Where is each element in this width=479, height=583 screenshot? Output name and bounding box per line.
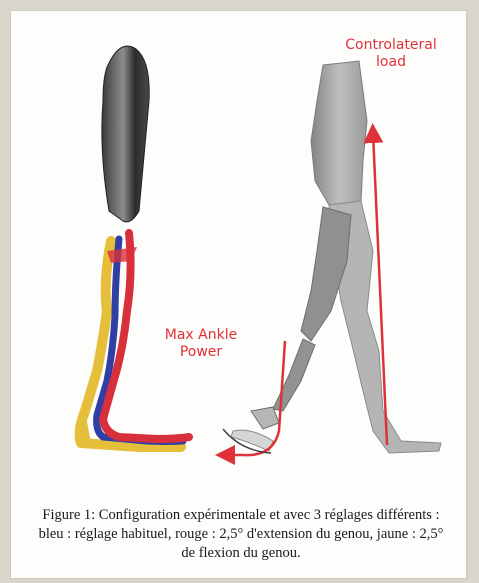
max-ankle-power-label: Max Ankle Power bbox=[151, 327, 251, 361]
figure-illustration bbox=[11, 11, 468, 501]
figure-caption: Figure 1: Configuration expérimentale et… bbox=[31, 506, 451, 563]
ankle-line2: Power bbox=[151, 344, 251, 361]
ankle-line1: Max Ankle bbox=[151, 327, 251, 344]
controlateral-load-label: Controlateral load bbox=[341, 37, 441, 71]
figure-frame: Controlateral load Max Ankle Power Figur… bbox=[10, 10, 467, 579]
controlateral-line1: Controlateral bbox=[341, 37, 441, 54]
body-silhouette bbox=[231, 61, 441, 453]
prosthesis-socket bbox=[102, 46, 149, 222]
controlateral-line2: load bbox=[341, 54, 441, 71]
